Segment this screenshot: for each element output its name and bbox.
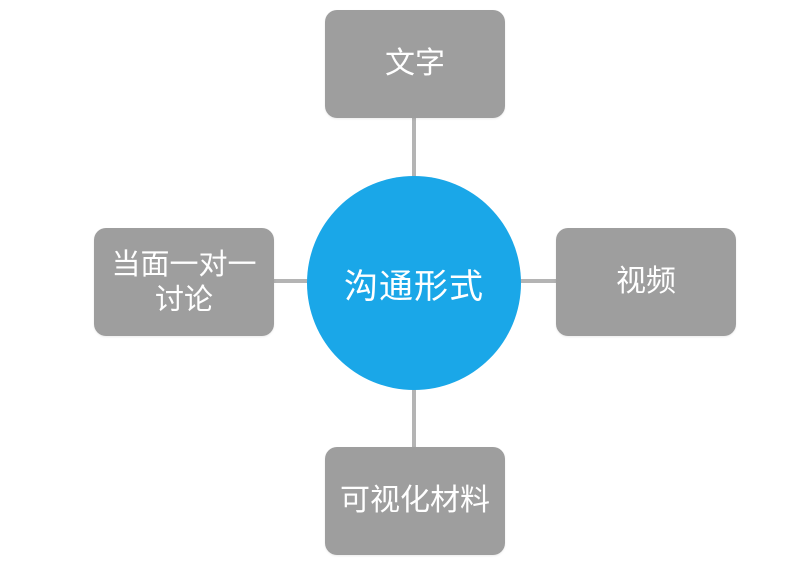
connector-right xyxy=(516,279,558,283)
connector-bottom xyxy=(412,385,416,447)
node-video: 视频 xyxy=(556,228,736,336)
connector-left xyxy=(272,279,312,283)
center-topic-label: 沟通形式 xyxy=(344,266,484,307)
node-visual-materials: 可视化材料 xyxy=(325,447,505,555)
node-text: 文字 xyxy=(325,10,505,118)
node-visual-materials-label: 可视化材料 xyxy=(340,483,490,518)
node-text-label: 文字 xyxy=(385,46,445,81)
center-topic-circle: 沟通形式 xyxy=(307,176,521,390)
node-face-to-face: 当面一对一讨论 xyxy=(94,228,274,336)
node-face-to-face-label: 当面一对一讨论 xyxy=(111,247,257,316)
node-video-label: 视频 xyxy=(616,264,676,299)
connector-top xyxy=(412,118,416,188)
